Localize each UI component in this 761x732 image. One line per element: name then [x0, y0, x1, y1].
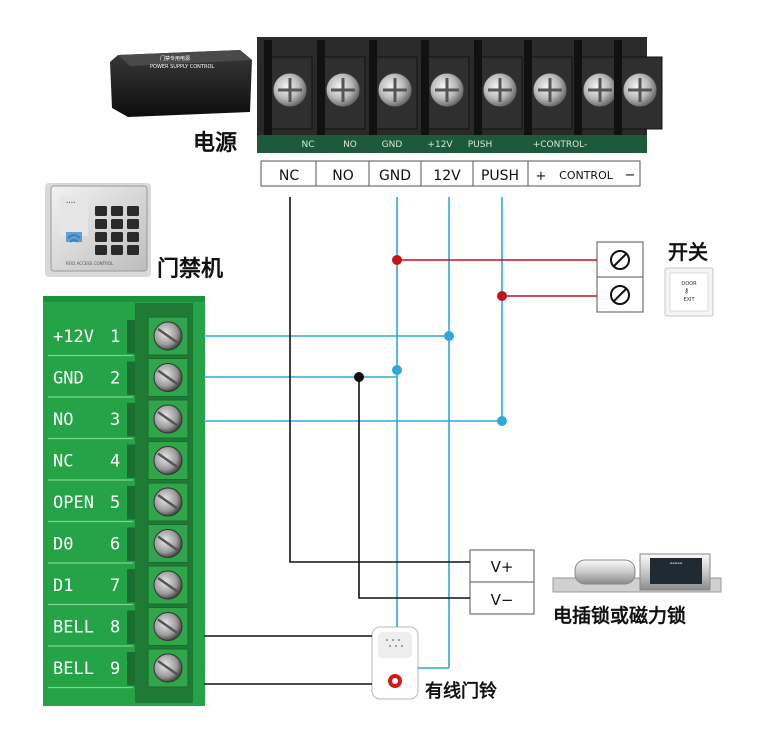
switch-label: 开关 — [668, 240, 708, 264]
controller-label: 门禁机 — [157, 256, 223, 282]
psu-terminal-block: NC NO GND +12V PUSH +CONTROL- — [257, 37, 663, 153]
keypad-key — [127, 206, 139, 216]
pcb-pin-name: OPEN — [53, 493, 94, 513]
keypad-key — [111, 232, 123, 242]
keypad-key — [111, 245, 123, 255]
lock-terminal-vminus: V− — [491, 591, 514, 609]
pcb-pin-name: GND — [53, 369, 84, 389]
junction-dot — [497, 291, 507, 301]
exit-button-image: DOOR ⚷ EXIT — [664, 267, 714, 317]
psu-silk-label: PUSH — [468, 140, 493, 150]
keypad-key — [127, 245, 139, 255]
pcb-pin-number: 7 — [110, 576, 120, 596]
pcb-pin-number: 1 — [110, 327, 120, 347]
keypad-key — [111, 206, 123, 216]
pcb-pin-name: +12V — [53, 327, 94, 347]
lock-label: 电插锁或磁力锁 — [553, 604, 686, 627]
pcb-pin-name: NO — [53, 410, 73, 430]
keypad-key — [95, 245, 107, 255]
pcb-pin-number: 4 — [110, 452, 120, 472]
junction-dot — [392, 365, 402, 375]
lock-image: ≡≡≡≡≡ — [552, 553, 722, 593]
psu-box-image: 门禁专用电源 POWER SUPPLY CONTROL — [110, 50, 252, 117]
lock-terminal-vplus: V+ — [491, 558, 514, 576]
keypad-key — [111, 219, 123, 229]
doorbell-label: 有线门铃 — [425, 680, 497, 702]
junction-dot — [354, 372, 364, 382]
psu-silk-label: NC — [301, 140, 314, 150]
keypad-key — [95, 206, 107, 216]
switch-screw-icon — [610, 250, 630, 270]
psu-box-title: 门禁专用电源 — [160, 55, 190, 62]
psu-label-control: CONTROL — [559, 169, 614, 182]
switch-screw-icon — [610, 285, 630, 305]
psu-label-nc: NC — [279, 168, 299, 184]
pcb-pin-name: D1 — [53, 576, 73, 596]
doorbell-image — [371, 626, 419, 700]
exit-button-exit-text: EXIT — [683, 297, 695, 303]
pcb-pin-number: 2 — [110, 369, 120, 389]
psu-label-plus: + — [536, 169, 547, 184]
pcb-pin-number: 9 — [110, 659, 120, 679]
keypad-key — [95, 219, 107, 229]
power-label: 电源 — [193, 131, 237, 156]
junction-dot — [392, 255, 402, 265]
lock-terminal-block: V+ V− — [469, 549, 535, 615]
pcb-pin-number: 8 — [110, 618, 120, 638]
psu-label-push: PUSH — [481, 168, 519, 184]
psu-silk-label: NO — [343, 140, 357, 150]
pcb-pin-name: BELL — [53, 618, 94, 638]
psu-label-no: NO — [332, 168, 354, 184]
keypad-key — [127, 232, 139, 242]
pcb-pin-number: 3 — [110, 410, 120, 430]
junction-dot — [497, 416, 507, 426]
keypad-brand-text: RFID ACCESS CONTROL — [66, 261, 114, 266]
svg-text:≡≡≡≡≡: ≡≡≡≡≡ — [670, 561, 683, 565]
key-icon: ⚷ — [684, 287, 689, 295]
junction-dot — [444, 331, 454, 341]
psu-label-12v: 12V — [433, 168, 461, 184]
psu-label-gnd: GND — [379, 168, 411, 184]
pcb-pin-name: NC — [53, 452, 73, 472]
pcb-pin-number: 6 — [110, 535, 120, 555]
wire-nc-vplus — [289, 197, 470, 563]
switch-terminal-block — [596, 241, 644, 313]
psu-label-row: NC NO GND 12V PUSH + CONTROL − — [260, 160, 641, 187]
keypad-key — [127, 219, 139, 229]
wires — [204, 197, 597, 685]
keypad-key — [95, 232, 107, 242]
pcb-pin-name: BELL — [53, 659, 94, 679]
svg-text:••••: •••• — [66, 200, 75, 205]
wire-gnd-vminus — [358, 377, 470, 599]
psu-box-subtitle: POWER SUPPLY CONTROL — [150, 64, 214, 70]
psu-silk-label: +12V — [427, 140, 453, 150]
psu-label-minus: − — [625, 168, 636, 183]
psu-silk-label: GND — [382, 140, 403, 150]
keypad-image: •••• RFID ACCESS CONTROL — [45, 183, 151, 277]
psu-silk-label: +CONTROL- — [533, 140, 588, 150]
exit-button-door-text: DOOR — [681, 281, 697, 287]
pcb-pin-name: D0 — [53, 535, 73, 555]
pcb-pin-number: 5 — [110, 493, 120, 513]
